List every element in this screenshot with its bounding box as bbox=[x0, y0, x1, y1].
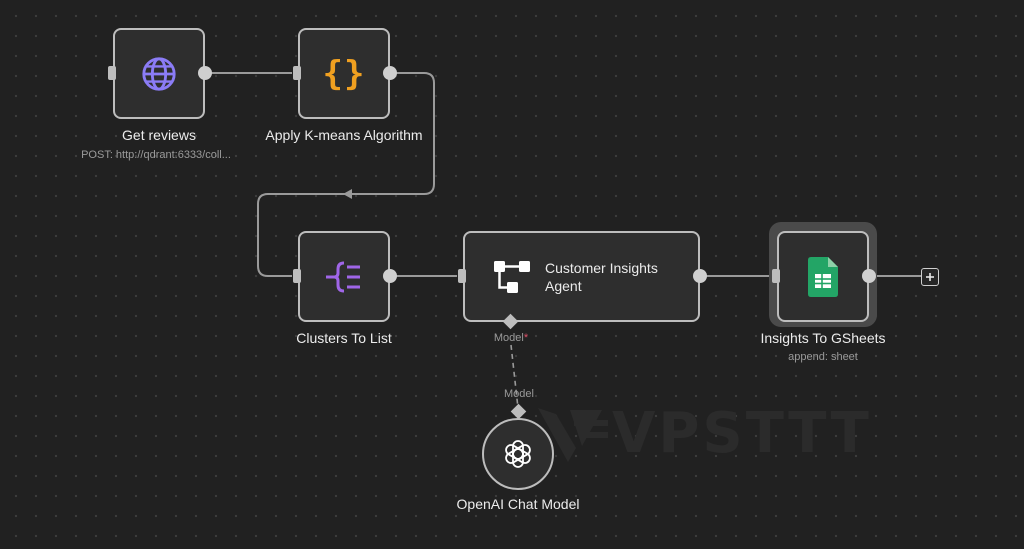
node-label-customer-insights-agent: Customer Insights Agent bbox=[545, 260, 658, 294]
node-clusters-to-list[interactable] bbox=[298, 231, 390, 322]
node-customer-insights-agent[interactable]: Customer Insights Agent bbox=[463, 231, 700, 322]
output-port-agent[interactable] bbox=[693, 269, 707, 283]
output-port-gsheets[interactable] bbox=[862, 269, 876, 283]
node-label-kmeans: Apply K-means Algorithm bbox=[265, 127, 423, 143]
output-port-clusters[interactable] bbox=[383, 269, 397, 283]
plus-icon bbox=[926, 273, 934, 281]
input-port-gsheets[interactable] bbox=[772, 269, 780, 283]
node-get-reviews[interactable] bbox=[113, 28, 205, 119]
agent-flow-icon bbox=[491, 258, 533, 296]
node-kmeans[interactable]: {} bbox=[298, 28, 390, 119]
port-label-model-agent: Model* bbox=[494, 332, 528, 344]
node-subtitle-get-reviews: POST: http://qdrant:6333/coll... bbox=[81, 149, 231, 161]
code-braces-glyph: {} bbox=[322, 53, 366, 94]
node-subtitle-insights-to-gsheets: append: sheet bbox=[788, 351, 858, 363]
watermark-logo-icon bbox=[538, 408, 608, 462]
node-label-clusters-to-list: Clusters To List bbox=[296, 330, 392, 346]
node-label-get-reviews: Get reviews bbox=[122, 127, 196, 143]
node-openai-chat-model[interactable] bbox=[482, 418, 554, 490]
code-braces-icon: {} bbox=[300, 30, 388, 117]
add-node-button[interactable] bbox=[921, 268, 939, 286]
node-insights-to-gsheets[interactable] bbox=[777, 231, 869, 322]
required-marker: * bbox=[523, 332, 529, 344]
input-port-agent[interactable] bbox=[458, 269, 466, 283]
output-port-get-reviews[interactable] bbox=[198, 66, 212, 80]
output-port-kmeans[interactable] bbox=[383, 66, 397, 80]
input-port-get-reviews[interactable] bbox=[108, 66, 116, 80]
node-label-insights-to-gsheets: Insights To GSheets bbox=[760, 330, 886, 346]
port-label-model-openai: Model bbox=[504, 388, 534, 400]
input-port-kmeans[interactable] bbox=[293, 66, 301, 80]
port-label-model-text: Model bbox=[493, 332, 524, 344]
globe-icon bbox=[115, 30, 203, 117]
openai-icon bbox=[484, 420, 552, 488]
watermark: VPSTTT bbox=[530, 400, 910, 478]
node-label-openai-chat-model: OpenAI Chat Model bbox=[456, 496, 580, 512]
split-out-icon bbox=[300, 233, 388, 320]
google-sheets-icon bbox=[779, 233, 867, 320]
watermark-text: VPSTTT bbox=[612, 401, 872, 466]
input-port-clusters[interactable] bbox=[293, 269, 301, 283]
connection-arrow-icon bbox=[343, 189, 352, 199]
connection-model-to-agent[interactable] bbox=[510, 344, 519, 409]
connection-kmeans-to-clusters[interactable] bbox=[257, 72, 435, 277]
